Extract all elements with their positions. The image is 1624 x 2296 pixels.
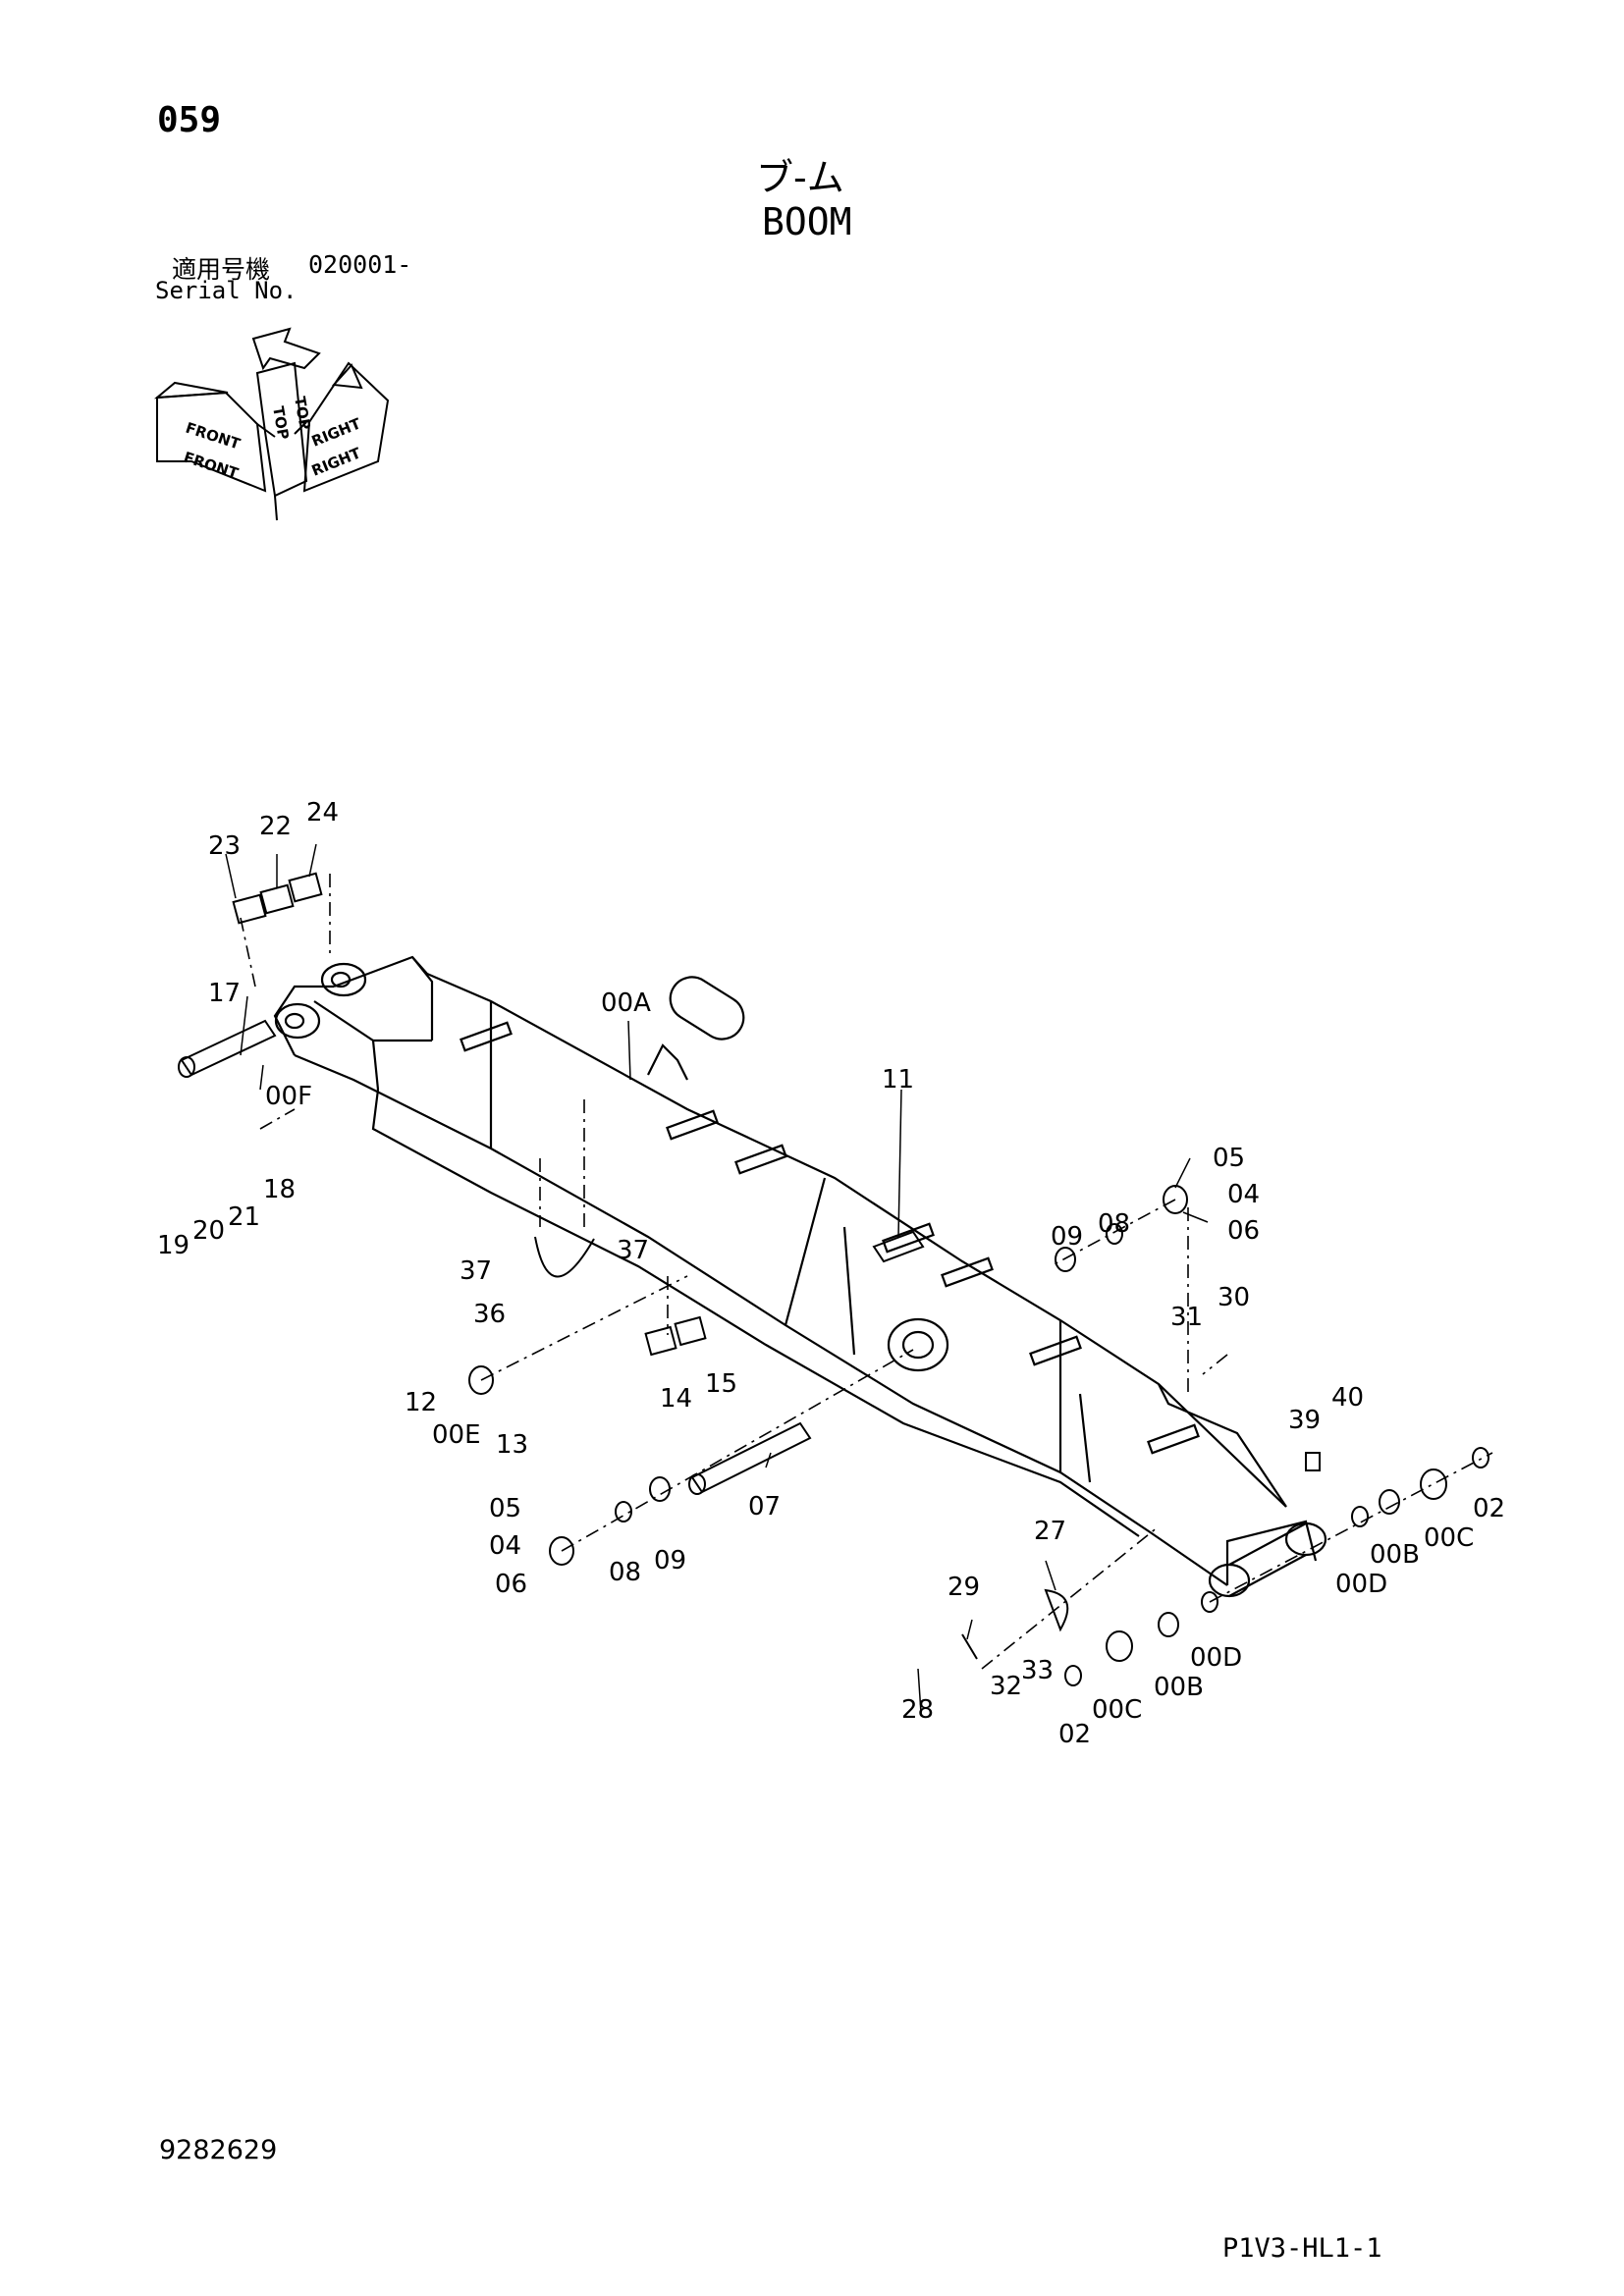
callout-32: 32 xyxy=(990,1672,1022,1701)
page-number: 059 xyxy=(157,100,222,140)
callout-00B-lower: 00B xyxy=(1154,1673,1204,1702)
callout-11: 11 xyxy=(882,1065,914,1095)
callout-20: 20 xyxy=(192,1216,225,1246)
top-arrow-body xyxy=(255,361,308,498)
title-english: BOOM xyxy=(762,200,852,243)
callout-02-upper: 02 xyxy=(1473,1494,1505,1523)
callout-31: 31 xyxy=(1170,1303,1203,1332)
serial-label-japanese: 適用号機 xyxy=(172,255,271,284)
callout-17: 17 xyxy=(208,979,241,1008)
pin-07 xyxy=(690,1421,812,1494)
callout-00F: 00F xyxy=(265,1082,312,1111)
sheet-code: P1V3-HL1-1 xyxy=(1222,2233,1382,2264)
callout-05-right: 05 xyxy=(1213,1144,1245,1173)
callout-00D-upper: 00D xyxy=(1335,1570,1387,1599)
callout-leaders xyxy=(225,843,1209,1714)
callout-15: 15 xyxy=(705,1369,737,1399)
callout-22: 22 xyxy=(259,812,292,841)
callout-05-left: 05 xyxy=(489,1494,521,1523)
callout-00C-upper: 00C xyxy=(1424,1523,1474,1553)
callout-37-left: 37 xyxy=(460,1256,492,1286)
callout-09-right: 09 xyxy=(1051,1222,1083,1252)
callout-09-left: 09 xyxy=(654,1546,686,1575)
callout-02-lower: 02 xyxy=(1058,1720,1091,1749)
callout-24: 24 xyxy=(306,798,339,828)
serial-label-english: Serial No. xyxy=(155,277,298,304)
callout-04-left: 04 xyxy=(489,1531,521,1561)
serial-number-range: 020001- xyxy=(308,250,412,279)
callout-00C-lower: 00C xyxy=(1092,1695,1142,1725)
callout-27: 27 xyxy=(1034,1517,1066,1546)
callout-28: 28 xyxy=(901,1695,934,1725)
boom-structure xyxy=(273,955,1327,1598)
orientation-front-upper: FRONT xyxy=(184,419,244,454)
callout-04-right: 04 xyxy=(1227,1180,1260,1209)
callout-39: 39 xyxy=(1288,1406,1321,1435)
document-number: 9282629 xyxy=(159,2135,278,2165)
callout-18: 18 xyxy=(263,1175,296,1204)
top-arrow-shape xyxy=(251,327,321,371)
callout-00D-lower: 00D xyxy=(1190,1643,1242,1673)
callout-08-left: 08 xyxy=(609,1558,641,1587)
callout-19: 19 xyxy=(157,1231,189,1260)
callout-37-right: 37 xyxy=(617,1236,649,1265)
right-panel-shape xyxy=(302,361,390,493)
orientation-front-lower: FRONT xyxy=(182,449,242,483)
callout-30: 30 xyxy=(1218,1283,1250,1312)
orientation-symbol xyxy=(153,327,390,521)
callout-33: 33 xyxy=(1021,1656,1054,1685)
callout-00E: 00E xyxy=(432,1420,481,1450)
callout-29: 29 xyxy=(947,1573,980,1602)
callout-36: 36 xyxy=(473,1300,506,1329)
callout-12: 12 xyxy=(405,1388,437,1417)
callout-23: 23 xyxy=(208,831,241,861)
callout-13: 13 xyxy=(496,1430,528,1460)
callout-06-right: 06 xyxy=(1227,1216,1260,1246)
title-japanese: ブ-ム xyxy=(756,156,844,199)
callout-00A: 00A xyxy=(601,988,651,1018)
pin-11 xyxy=(872,1230,925,1263)
loose-parts xyxy=(178,872,1489,1686)
callout-40: 40 xyxy=(1331,1383,1364,1413)
callout-06-left: 06 xyxy=(495,1570,527,1599)
callout-08-right: 08 xyxy=(1098,1209,1130,1239)
pin-17 xyxy=(180,1019,277,1077)
callout-14: 14 xyxy=(660,1384,692,1414)
callout-21: 21 xyxy=(228,1202,260,1232)
callout-07: 07 xyxy=(748,1492,781,1522)
orientation-top-right: TOP xyxy=(291,396,314,432)
assembly-guides xyxy=(240,874,1493,1670)
orientation-top-left: TOP xyxy=(269,405,293,442)
callout-00B-upper: 00B xyxy=(1370,1540,1420,1570)
